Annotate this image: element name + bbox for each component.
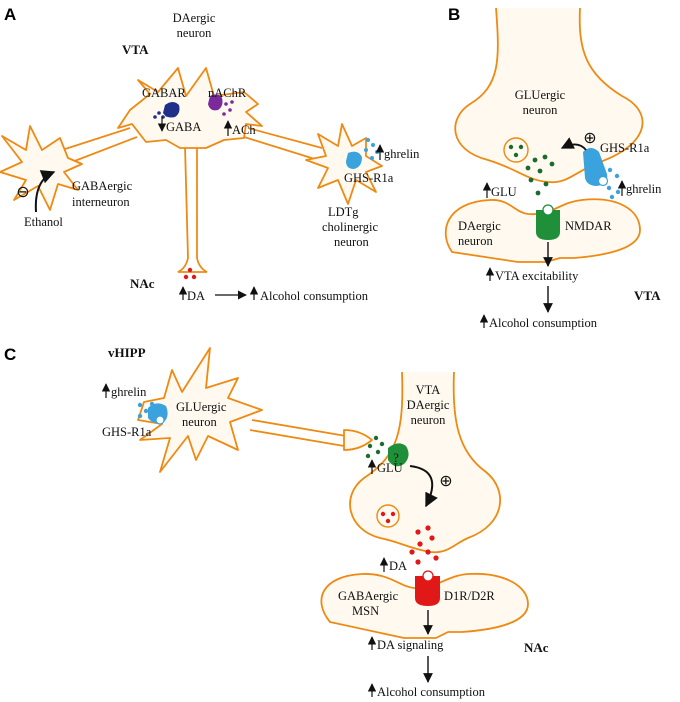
da-neuron-label-b-1: DAergic [458,219,501,233]
da-neuron-label-b-2: neuron [458,234,493,248]
ethanol-arrow [34,170,56,213]
region-nac-label-a: NAc [130,276,155,291]
ach-label: ACh [232,123,256,137]
da-signaling-label: DA signaling [377,638,444,652]
positive-arrow-b [560,137,587,151]
msn-label-1: GABAergic [338,589,399,603]
msn-label-2: MSN [352,604,379,618]
vesicle-da-c [380,511,396,524]
da-neuron-label-2: neuron [177,26,212,40]
ghs-r1a-label-c: GHS-R1a [102,425,152,439]
vhipp-axon [249,419,347,447]
alcohol-label-b: Alcohol consumption [489,316,598,330]
vhipp-glu-label-2: neuron [182,415,217,429]
vesicle-glu-b [508,144,524,158]
ghs-r1a-label-b: GHS-R1a [600,141,650,155]
vhipp-glu-label-1: GLUergic [176,400,227,414]
gabar-label: GABAR [142,86,186,100]
nachr-receptor [208,94,223,111]
ghs-r1a-receptor-a [346,151,362,169]
panel-c-label: C [4,345,16,364]
ghrelin-label-a: ghrelin [384,147,420,161]
vhipp-glu-neuron [137,347,263,473]
vta-da-label-2: DAergic [407,398,450,412]
plus-symbol-c: ⊕ [439,473,452,490]
ghrelin-label-b: ghrelin [626,182,662,196]
ghrelin-dots-a [364,138,379,160]
gaba-label: GABA [166,120,201,134]
region-vhipp-label: vHIPP [108,345,146,360]
ghrelin-dots-c [137,401,155,419]
region-vta-label-b: VTA [634,288,661,303]
ghrelin-dots-b [606,167,621,200]
da-label-c: DA [389,559,407,573]
gaba-decrease: GABA [157,117,201,134]
glu-neuron-label-b-1: GLUergic [515,88,566,102]
panel-b-label: B [448,5,460,24]
ldtg-label-3: neuron [334,235,369,249]
glu-dots-b [525,154,555,196]
d1r-d2r-label: D1R/D2R [444,589,495,603]
da-dots-a [183,267,197,280]
nmdar-label: NMDAR [565,219,612,233]
panel-a-axons [61,127,323,273]
alcohol-label-a: Alcohol consumption [260,289,369,303]
nmdar-receptor [536,210,560,240]
alcohol-label-c: Alcohol consumption [377,685,486,699]
ldtg-label-1: LDTg [328,205,359,219]
ldtg-label-2: cholinergic [322,220,378,234]
vesicle-b [503,137,529,163]
ach-increase: ACh [223,120,256,137]
inhibit-symbol: ⊖ [16,184,29,201]
glu-neuron-label-b-2: neuron [523,103,558,117]
d1r-d2r-receptor [415,576,440,606]
vta-excitability-label: VTA excitability [495,269,579,283]
msn-neuron [320,572,529,639]
question-mark: ? [393,451,399,465]
glu-neuron-b [454,7,644,184]
da-label-a: DA [187,289,205,303]
glu-dots-c [365,435,385,459]
vta-da-label-1: VTA [416,383,441,397]
gaba-interneuron-label-1: GABAergic [72,179,133,193]
glu-label-c: GLU [377,461,403,475]
vta-da-label-3: neuron [411,413,446,427]
ldtg-neuron [305,123,383,205]
plus-symbol-b: ⊕ [583,130,596,147]
da-neuron-label-1: DAergic [173,11,216,25]
glu-receptor-c [388,443,409,467]
vhipp-terminal [343,429,373,451]
ach-dots [222,100,234,116]
ethanol-label: Ethanol [24,215,63,229]
positive-arrow-c [409,465,438,508]
da-dots-c [409,525,439,565]
glu-label-b: GLU [491,185,517,199]
gaba-dots [153,111,169,119]
gaba-interneuron-label-2: interneuron [72,195,130,209]
gaba-interneuron [0,125,83,211]
ghs-r1a-label-a: GHS-R1a [344,171,394,185]
ghrelin-label-c: ghrelin [111,385,147,399]
region-vta-label: VTA [122,42,149,57]
vesicle-c [376,504,400,528]
panel-a-label: A [4,5,16,24]
region-nac-label-c: NAc [524,640,549,655]
nachr-label: nAChR [208,86,247,100]
